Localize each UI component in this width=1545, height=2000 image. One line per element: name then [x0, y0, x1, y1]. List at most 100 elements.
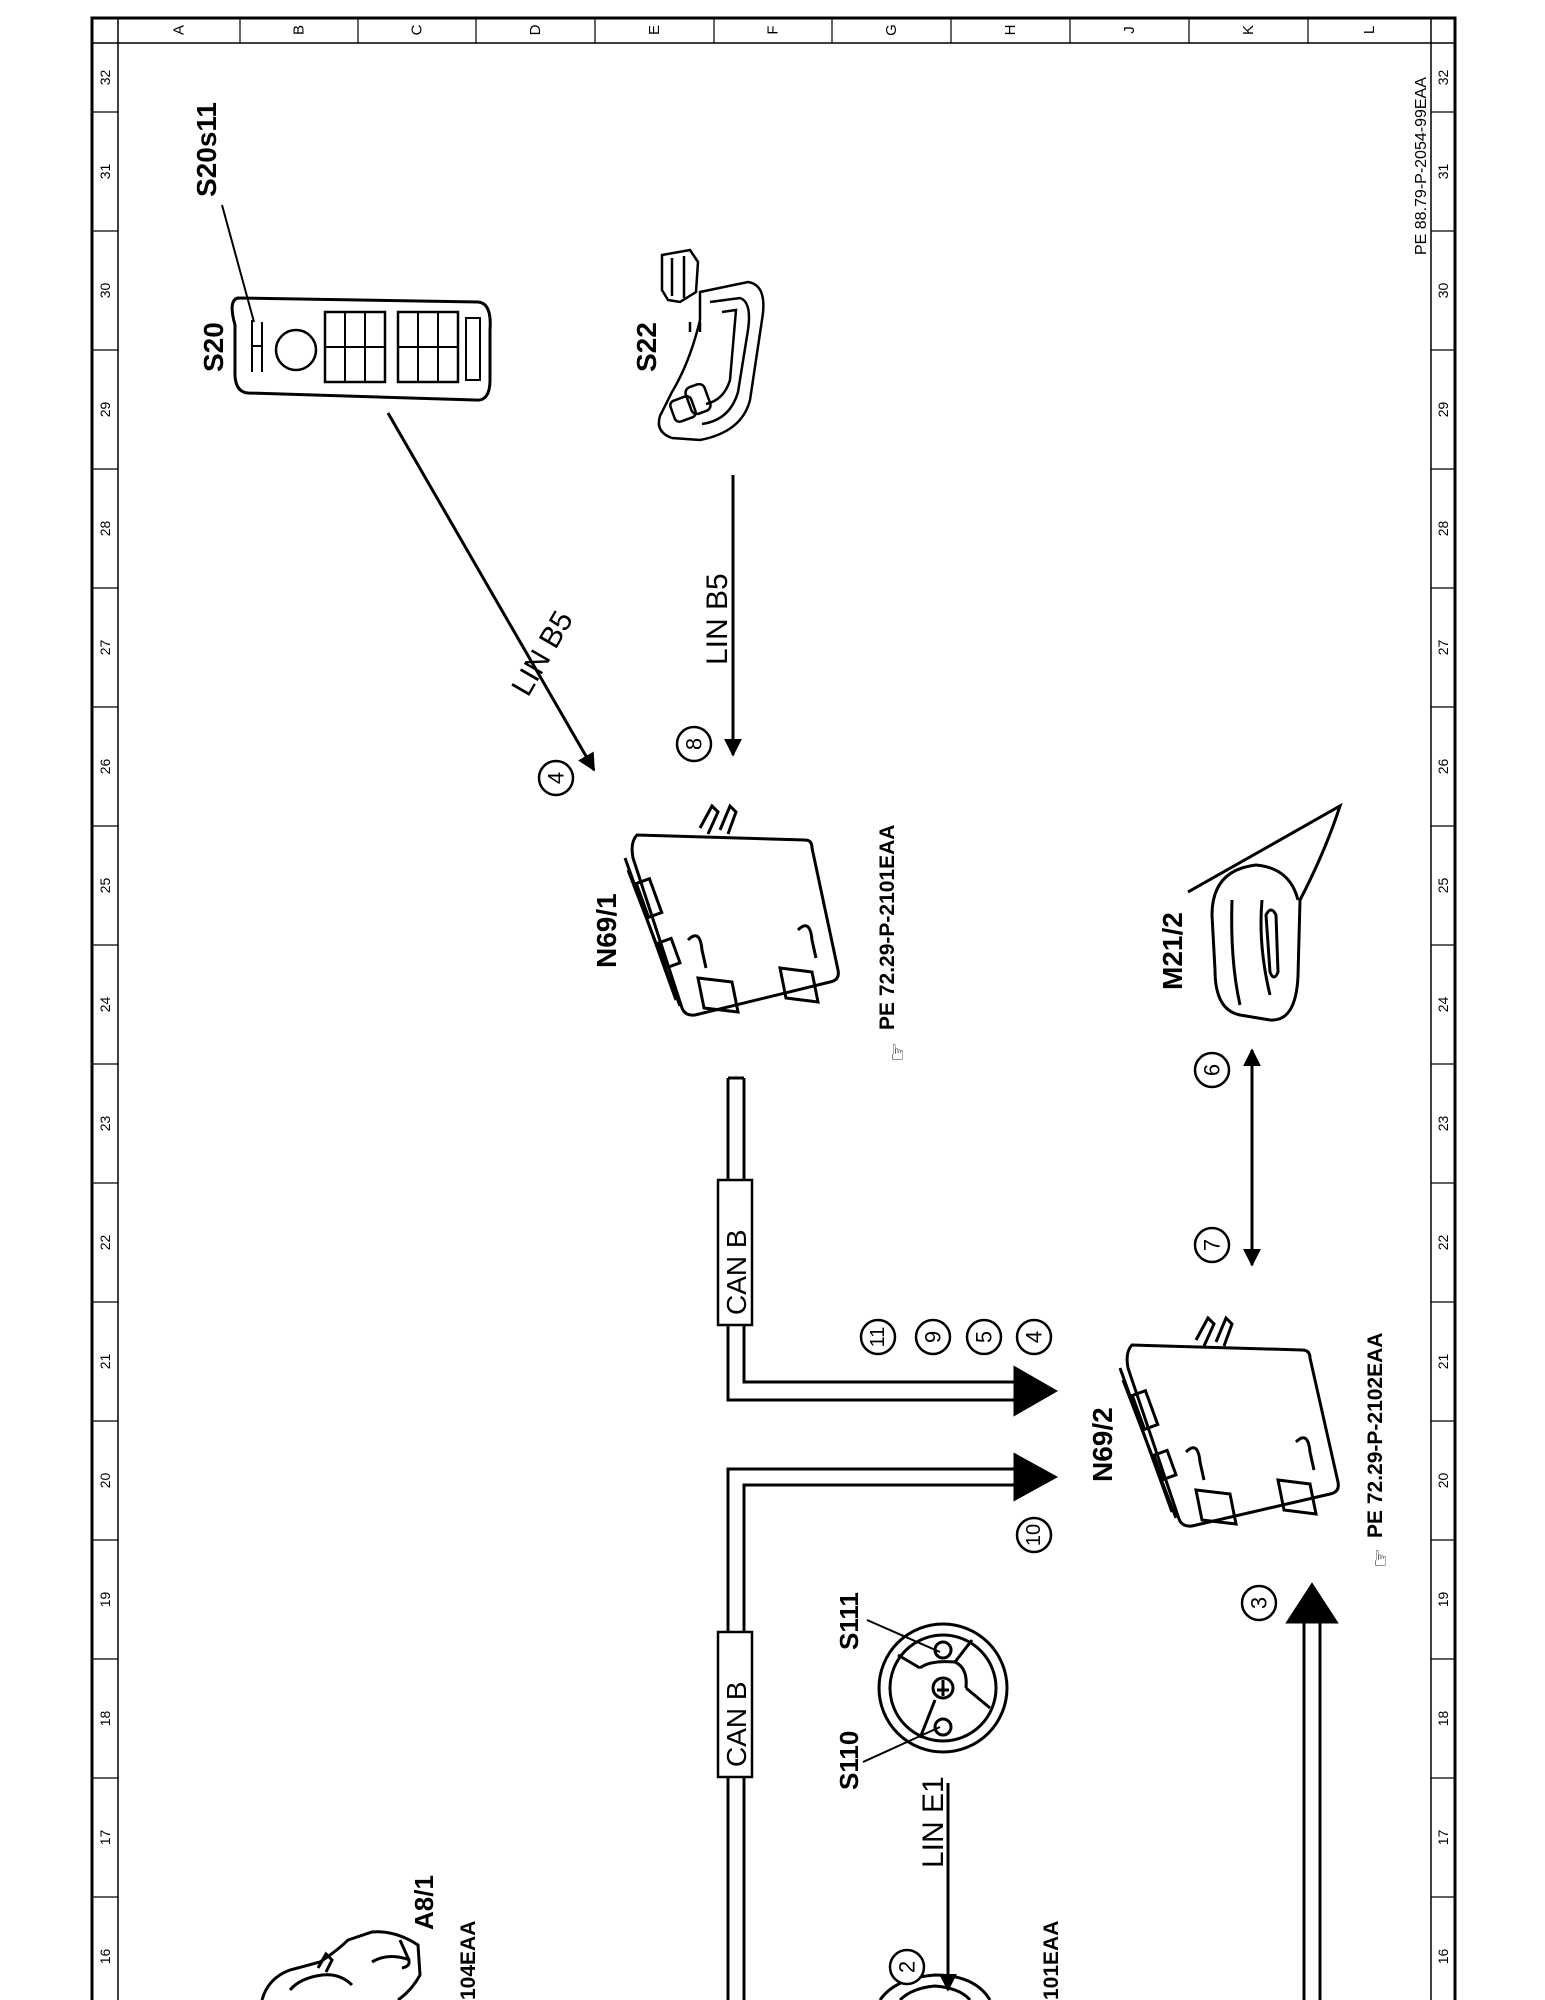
- svg-text:3: 3: [1247, 1597, 1272, 1609]
- svg-text:CAN B: CAN B: [721, 1681, 752, 1767]
- row-label: 25: [1435, 878, 1451, 894]
- steering-column-module-partial: [878, 1973, 992, 2000]
- row-label: 17: [1435, 1830, 1451, 1846]
- row-label: 16: [1435, 1949, 1451, 1965]
- column-label: L: [1361, 26, 1378, 34]
- row-label: 22: [1435, 1235, 1451, 1251]
- s20s11-leader: [221, 204, 255, 323]
- can-b-upper-bus: [726, 1076, 1059, 1417]
- row-label: 29: [97, 402, 113, 418]
- column-label: C: [409, 24, 426, 35]
- column-label: F: [765, 25, 782, 34]
- row-label: 30: [97, 283, 113, 299]
- step-11-badge: 11: [859, 1318, 897, 1356]
- row-label: 16: [97, 1949, 113, 1965]
- s20s11-label: S20s11: [191, 102, 222, 197]
- s20-label: S20: [198, 322, 229, 372]
- step-4-badge-n69-1: 4: [537, 759, 575, 797]
- row-label: 32: [97, 70, 113, 86]
- step-5-badge: 5: [965, 1318, 1003, 1356]
- row-label: 31: [97, 164, 113, 180]
- row-label: 24: [1435, 997, 1451, 1013]
- row-label: 30: [1435, 283, 1451, 299]
- step-9-badge: 9: [914, 1318, 952, 1356]
- s111-label: S111: [834, 1592, 864, 1650]
- step-10-badge: 10: [1015, 1516, 1053, 1554]
- row-label: 19: [97, 1592, 113, 1608]
- svg-text:10: 10: [1023, 1524, 1045, 1546]
- step-3-badge: 3: [1240, 1584, 1278, 1622]
- steering-wheel: [877, 1622, 1009, 1754]
- step-4-badge-n69-2: 4: [1015, 1318, 1053, 1356]
- svg-text:6: 6: [1200, 1064, 1225, 1076]
- row-label: 27: [97, 640, 113, 656]
- column-label: B: [291, 25, 308, 35]
- row-label: 23: [97, 1116, 113, 1132]
- row-label: 26: [97, 759, 113, 775]
- can-b-lower-bus: [726, 1452, 1059, 2000]
- n69-1-control-unit: [623, 803, 840, 1017]
- column-label: D: [527, 24, 544, 35]
- s20-switch-panel: [230, 296, 492, 402]
- row-label: 26: [1435, 759, 1451, 775]
- lin-b5-diagonal-arrow: [386, 412, 596, 772]
- row-label: 28: [1435, 521, 1451, 537]
- n69-1-ref-icon: ☞: [885, 1042, 910, 1062]
- row-label: 22: [97, 1235, 113, 1251]
- column-grid-ticks: [239, 18, 1309, 43]
- a8-1-module-partial: [260, 1930, 422, 2000]
- step-2-badge: 2: [888, 1948, 926, 1986]
- svg-text:5: 5: [972, 1331, 997, 1343]
- doc-ref-number: PE 88.79-P-2054-99EAA: [1413, 77, 1430, 255]
- row-label: 19: [1435, 1592, 1451, 1608]
- column-label: K: [1240, 25, 1257, 35]
- row-label: 18: [97, 1711, 113, 1727]
- can-b-lower-tag: CAN B: [716, 1630, 754, 1779]
- lin-b5-vertical-label: LIN B5: [701, 573, 734, 665]
- row-label: 29: [1435, 402, 1451, 418]
- column-label: H: [1002, 25, 1019, 36]
- lin-e1-label: LIN E1: [917, 1776, 950, 1868]
- n69-2-label: N69/2: [1087, 1407, 1118, 1482]
- row-label: 18: [1435, 1711, 1451, 1727]
- column-label: E: [646, 25, 663, 35]
- s22-seat-switch: [657, 248, 765, 442]
- column-label: A: [171, 25, 188, 35]
- row-label: 17: [97, 1830, 113, 1846]
- m21-2-mirror-motor: [1187, 802, 1343, 1022]
- column-label: G: [883, 24, 900, 36]
- svg-text:8: 8: [682, 738, 707, 750]
- s110-leader: [862, 1726, 941, 1763]
- row-label: 21: [97, 1354, 113, 1370]
- n69-1-ref-label: PE 72.29-P-2101EAA: [876, 825, 899, 1030]
- n69-1-label: N69/1: [591, 893, 622, 968]
- svg-text:CAN B: CAN B: [721, 1229, 752, 1315]
- row-label: 20: [1435, 1473, 1451, 1489]
- bottom-ref-partial: 101EAA: [1040, 1921, 1063, 2000]
- s22-label: S22: [631, 322, 662, 372]
- row-label: 31: [1435, 164, 1451, 180]
- step-7-badge: 7: [1193, 1226, 1231, 1264]
- row-label: 32: [1435, 70, 1451, 86]
- n69-2-control-unit: [1118, 1315, 1340, 1528]
- n69-2-ref-label: PE 72.29-P-2102EAA: [1364, 1333, 1387, 1538]
- row-label: 27: [1435, 640, 1451, 656]
- can-b-upper-tag: CAN B: [716, 1178, 754, 1327]
- drawing-frame: [90, 16, 1457, 2000]
- step-3-feed-arrow: [1285, 1582, 1339, 2000]
- row-label: 20: [97, 1473, 113, 1489]
- svg-text:4: 4: [544, 772, 569, 784]
- row-label: 25: [97, 878, 113, 894]
- row-label: 23: [1435, 1116, 1451, 1132]
- s110-label: S110: [834, 1731, 864, 1790]
- step-8-badge: 8: [675, 725, 713, 763]
- svg-text:11: 11: [867, 1327, 889, 1348]
- svg-text:2: 2: [895, 1961, 920, 1973]
- a8-1-ref-partial: 104EAA: [457, 1921, 480, 2000]
- m21-2-label: M21/2: [1157, 912, 1188, 990]
- step-6-badge: 6: [1193, 1051, 1231, 1089]
- a8-1-label: A8/1: [409, 1875, 439, 1930]
